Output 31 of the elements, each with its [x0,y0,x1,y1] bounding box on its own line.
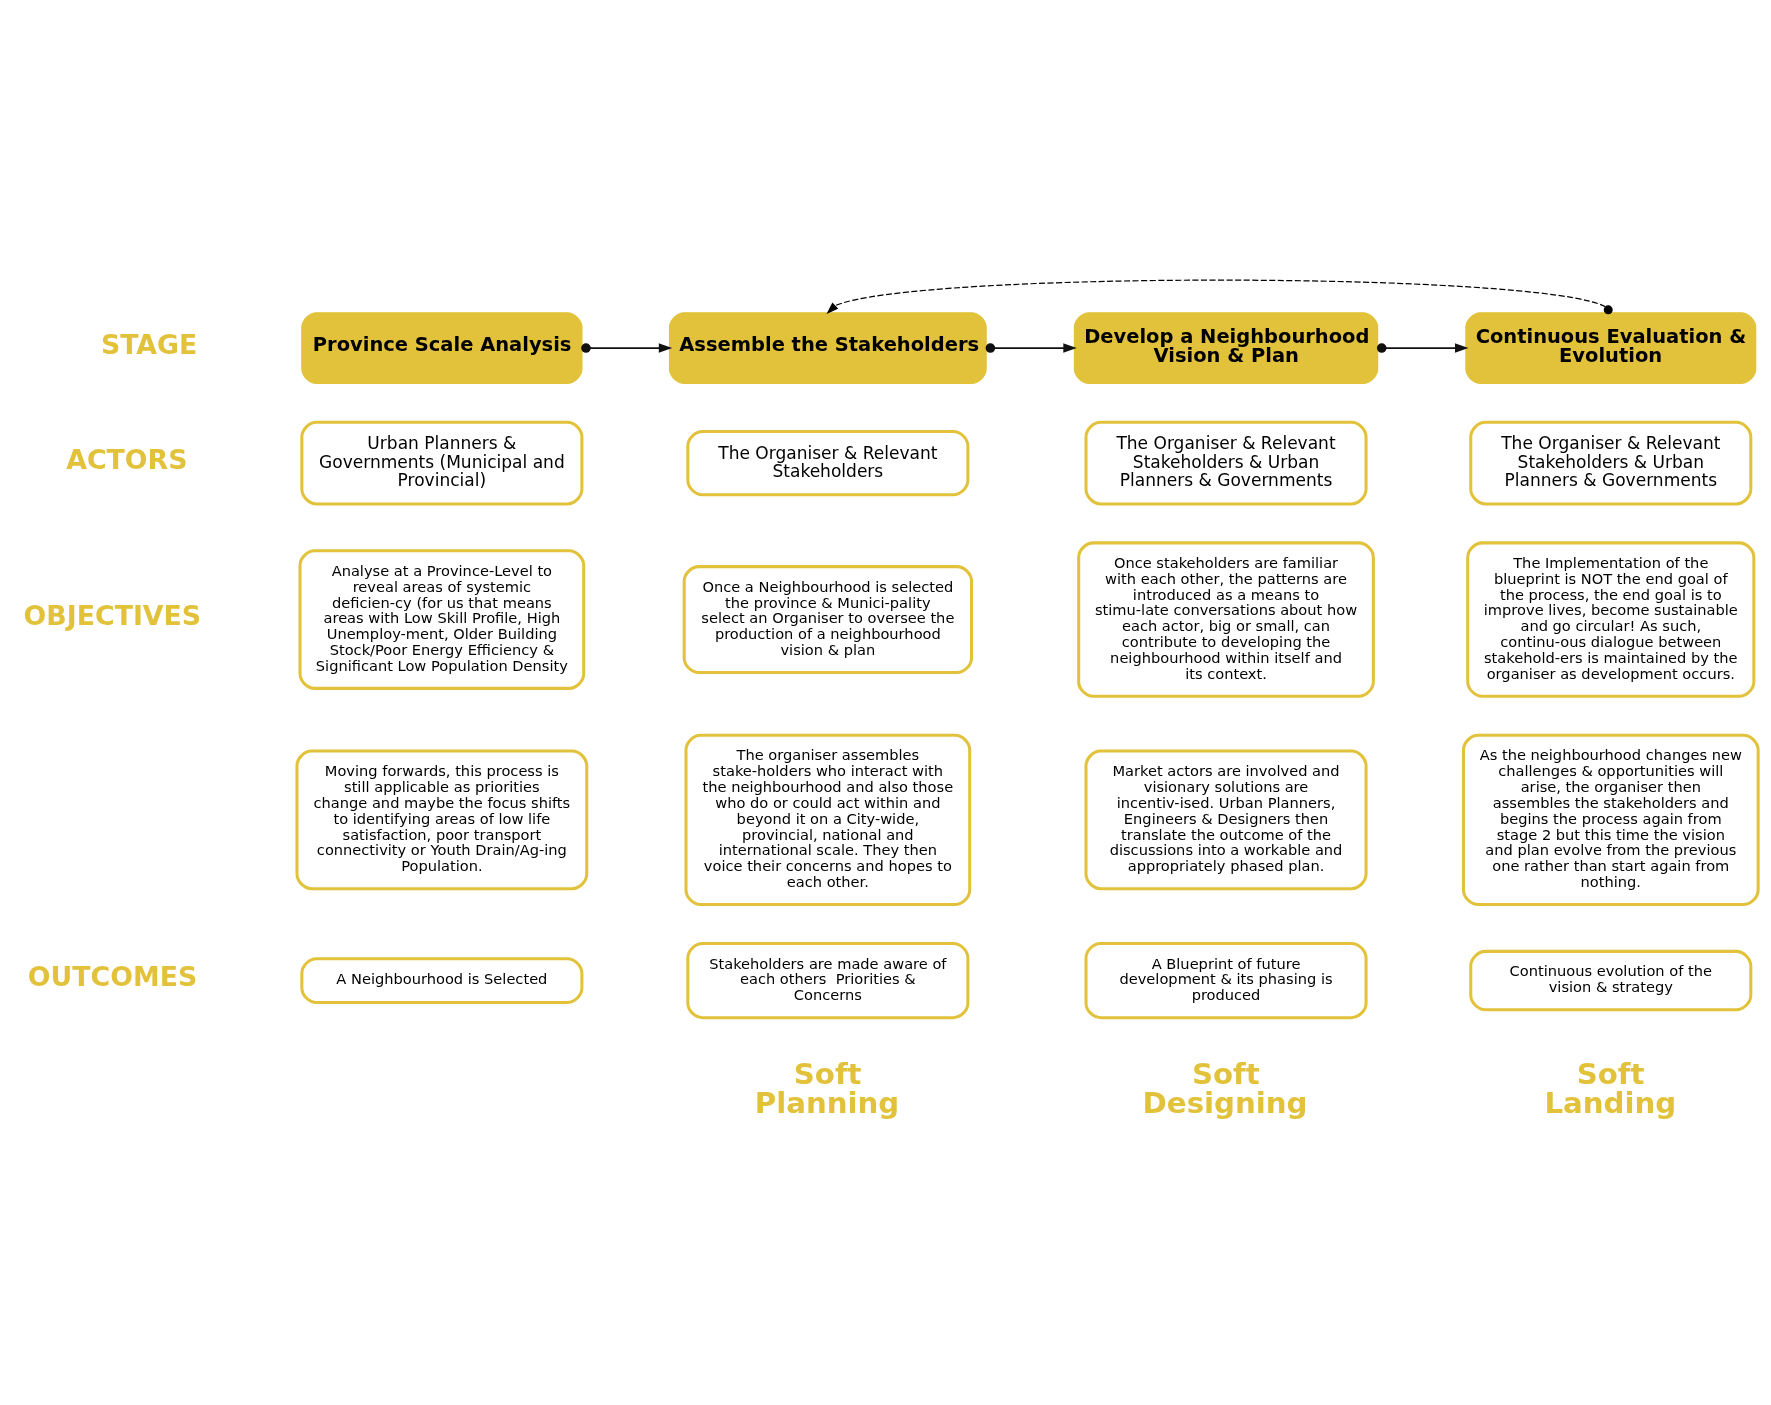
node-box: The Implementation of the blueprint is NOT the end goal of the process, the end goal is to improve lives, become sustainable and go circular! As such, continu-ous dialogue between stakehold-ers is maintained by the organiser as development occurs. [1465,541,1755,698]
node-box: Develop a Neighbourhood Vision & Plan [1073,312,1378,384]
label: ACTORS [65,443,187,475]
node-box: Once stakeholders are familiar with each other, the patterns are introduced as a means to stimu-late conversations about how each actor, big or small, can contribute to developing the neighbourhood within itself and its context. [1076,541,1375,698]
node-box: Analyse at a Province-Level to reveal areas of systemic deficien-cy (for us that means areas with Low Skill Profile, High Unemploy-ment, Older Building Stock/Poor Energy Efficiency & Significant Low Population Density [298,549,585,690]
node-box: Stakeholders are made aware of each others Priorities & Concerns [685,941,969,1020]
arrow [985,343,1077,353]
label: STAGE [100,328,197,360]
node-box: Once a Neighbourhood is selected the province & Munici-pality select an Organiser to oversee the production of a neighbourhood vision & plan [682,565,973,675]
node-box: Continuous evolution of the vision & strategy [1468,949,1752,1012]
node-box: Moving forwards, this process is still applicable as priorities change and maybe the focus shifts to identifying areas of low life satisfaction, poor transport connectivity or Youth Drain/Ag-ing Population. [294,749,588,891]
node-box: The organiser assembles stake-holders who interact with the neighbourhood and also those who do or could act within and beyond it on a City-wide, provincial, national and international scale. They then voice their concerns and hopes to each other. [684,733,971,907]
node-box: As the neighbourhood changes new challenges & opportunities will arise, the organiser then assembles the stakeholders and begins the process again from stage 2 but this time the vision and plan evolve from the previous one rather than start again from nothing. [1461,733,1760,907]
node-box: The Organiser & Relevant Stakeholders [685,429,969,497]
node-box: Continuous Evaluation & Evolution [1464,312,1756,384]
node-box: Market actors are involved and visionary solutions are incentiv-ised. Urban Planners, Engineers & Designers then translate the outcome of the discussions into a workable and appropriately phased plan. [1084,749,1368,891]
arrow [1376,343,1468,353]
arrow [826,279,1613,315]
label: Soft Planning [754,1056,899,1120]
label: OUTCOMES [27,961,197,993]
node-box: Assemble the Stakeholders [668,312,987,384]
node-box: Province Scale Analysis [300,312,582,384]
label: OBJECTIVES [23,600,201,632]
node-box: The Organiser & Relevant Stakeholders & Urban Planners & Governments [1084,420,1368,506]
label: Soft Designing [1142,1056,1308,1120]
node-box: Urban Planners & Governments (Municipal and Provincial) [299,420,583,506]
node-box: A Blueprint of future development & its phasing is produced [1084,941,1368,1020]
node-box: The Organiser & Relevant Stakeholders & Urban Planners & Governments [1468,420,1752,506]
node-box: A Neighbourhood is Selected [299,957,583,1005]
label: Soft Landing [1543,1056,1676,1120]
arrow [580,343,672,353]
